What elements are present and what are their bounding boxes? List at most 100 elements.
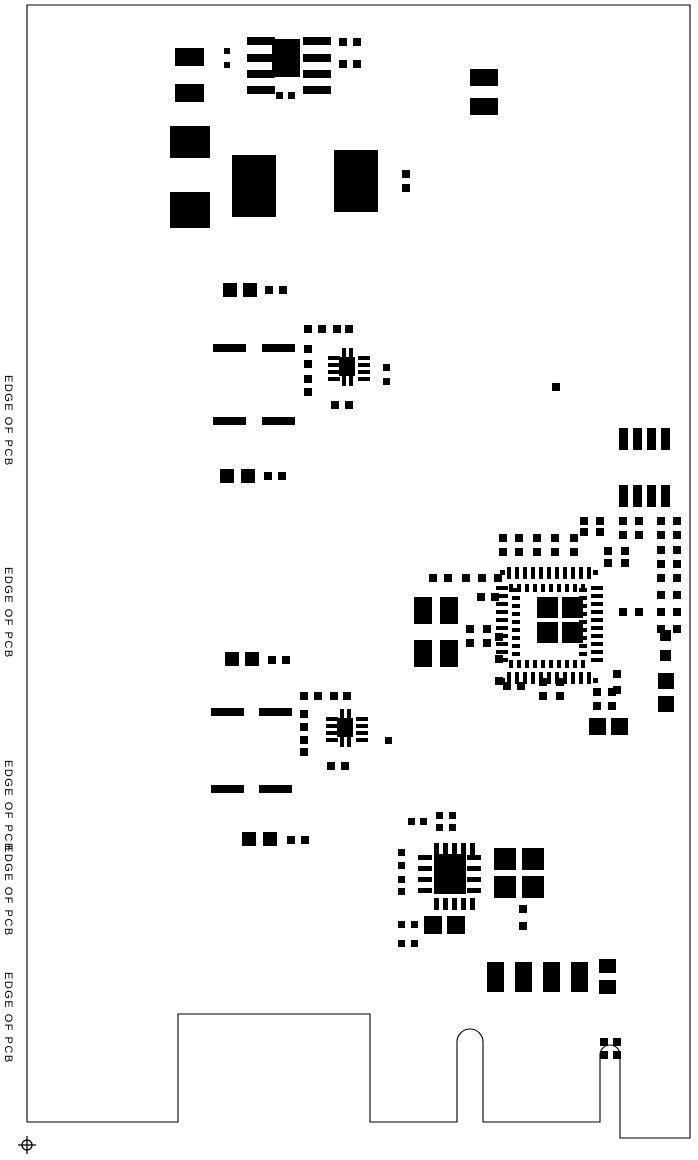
paste-aperture: [314, 692, 322, 700]
paste-aperture: [496, 618, 508, 622]
paste-aperture: [434, 898, 439, 910]
paste-aperture: [499, 548, 507, 556]
paste-aperture: [673, 625, 681, 633]
paste-aperture: [232, 155, 276, 217]
paste-aperture: [420, 818, 427, 825]
paste-aperture: [356, 731, 368, 735]
paste-aperture: [462, 574, 470, 582]
paste-aperture: [673, 560, 681, 568]
paste-aperture: [591, 642, 603, 646]
paste-aperture: [452, 843, 457, 855]
paste-aperture: [647, 428, 656, 450]
paste-aperture: [519, 905, 527, 913]
paste-aperture: [483, 639, 491, 647]
paste-aperture: [593, 570, 598, 575]
paste-aperture: [539, 692, 547, 700]
paste-aperture: [398, 876, 405, 883]
paste-aperture: [509, 660, 513, 668]
paste-aperture: [278, 472, 286, 480]
paste-aperture: [402, 184, 410, 192]
paste-aperture: [591, 626, 603, 630]
paste-aperture: [657, 517, 665, 525]
paste-aperture: [243, 283, 257, 297]
paste-aperture: [304, 375, 312, 383]
paste-aperture: [467, 866, 481, 871]
paste-aperture: [673, 517, 681, 525]
paste-aperture: [547, 567, 551, 579]
paste-aperture: [551, 534, 559, 542]
paste-aperture: [353, 60, 361, 68]
paste-aperture: [385, 737, 392, 744]
paste-aperture: [247, 54, 275, 62]
paste-aperture: [600, 1038, 608, 1046]
paste-aperture: [619, 517, 627, 525]
paste-aperture: [288, 92, 295, 99]
paste-aperture: [608, 688, 616, 696]
paste-aperture: [466, 625, 474, 633]
paste-aperture: [303, 70, 331, 78]
paste-aperture: [525, 584, 529, 592]
paste-aperture: [424, 916, 442, 934]
paste-aperture: [555, 567, 559, 579]
paste-aperture: [509, 584, 513, 592]
paste-aperture: [673, 574, 681, 582]
paste-aperture: [408, 818, 415, 825]
paste-aperture: [337, 718, 353, 737]
paste-aperture: [570, 534, 578, 542]
paste-aperture: [466, 639, 474, 647]
paste-aperture: [470, 98, 498, 115]
paste-aperture: [658, 673, 674, 689]
paste-aperture: [517, 682, 525, 690]
paste-aperture: [496, 602, 508, 606]
paste-aperture: [547, 672, 551, 684]
paste-aperture: [398, 849, 405, 856]
paste-aperture: [443, 898, 448, 910]
paste-aperture: [358, 363, 370, 367]
paste-aperture: [657, 546, 665, 554]
paste-aperture: [579, 672, 583, 684]
paste-aperture: [512, 588, 520, 592]
paste-aperture: [673, 546, 681, 554]
paste-aperture: [562, 597, 583, 618]
paste-aperture: [300, 692, 308, 700]
paste-aperture: [170, 192, 210, 228]
paste-aperture: [599, 959, 616, 973]
paste-aperture: [593, 678, 598, 683]
paste-aperture: [443, 843, 448, 855]
paste-aperture: [512, 644, 520, 648]
paste-aperture: [579, 628, 587, 632]
paste-aperture: [496, 650, 508, 654]
paste-aperture: [512, 604, 520, 608]
paste-aperture: [539, 567, 543, 579]
paste-aperture: [225, 652, 239, 666]
edge-of-pcb-label-2: EDGE OF PCB: [2, 567, 14, 659]
paste-aperture: [657, 574, 665, 582]
paste-aperture: [537, 597, 558, 618]
paste-aperture: [245, 652, 259, 666]
paste-aperture: [580, 517, 588, 525]
paste-aperture: [657, 625, 665, 633]
paste-aperture: [512, 612, 520, 616]
paste-aperture: [541, 660, 545, 668]
paste-aperture: [657, 591, 665, 599]
paste-aperture: [491, 593, 499, 601]
paste-aperture: [340, 737, 344, 747]
paste-aperture: [499, 534, 507, 542]
